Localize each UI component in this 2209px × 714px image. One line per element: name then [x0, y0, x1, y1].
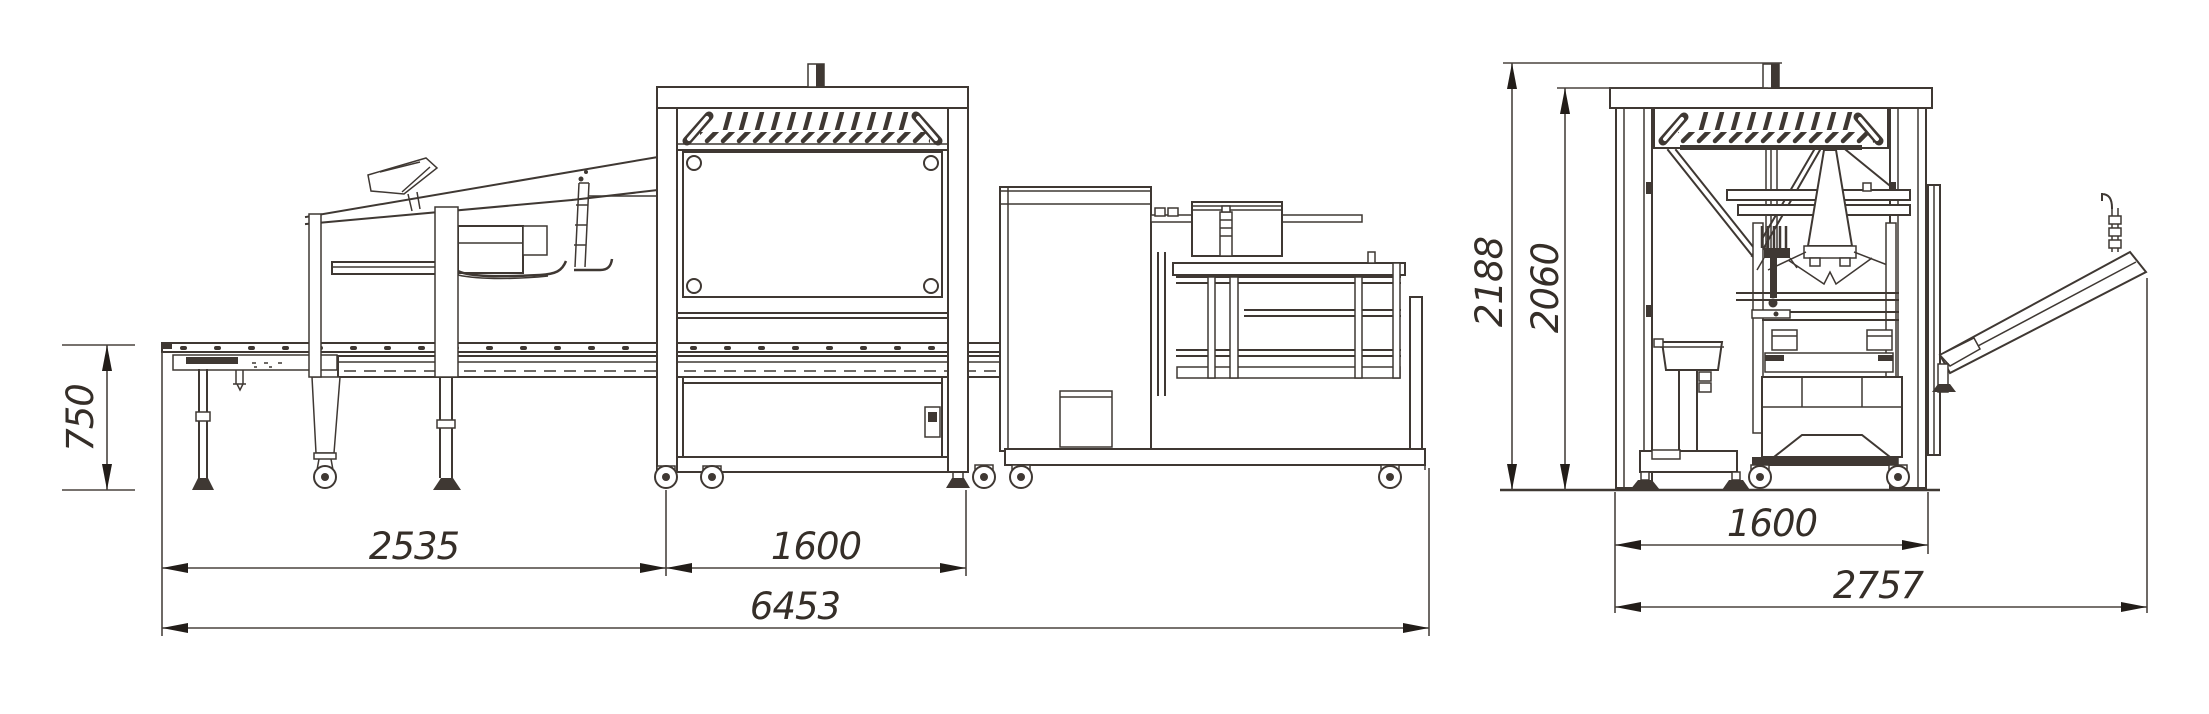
dim-frame-height: 2060	[1524, 87, 1768, 490]
front-frame	[1609, 63, 1933, 489]
front-view: 2188 2060 1600 2757	[1468, 62, 2148, 613]
vent-grille-front	[1653, 107, 1889, 150]
leveling-foot	[192, 478, 214, 490]
front-feet	[1630, 464, 1910, 490]
gripper-head	[1756, 226, 1798, 308]
dim-label-750: 750	[59, 384, 102, 452]
forming-hopper	[1767, 149, 1891, 286]
dimensions-front: 2188 2060 1600 2757	[1468, 62, 2148, 613]
dim-overall-length: 6453	[162, 468, 1430, 636]
control-cabinet	[999, 186, 1152, 452]
vent-grille	[676, 107, 949, 151]
dim-overall-height: 2188	[1468, 62, 1782, 490]
dimensions-side: 750 2535 1600 6453	[59, 344, 1430, 636]
outfeed-frame	[972, 251, 1426, 489]
dim-label-1600-side: 1600	[771, 525, 861, 568]
dim-frame-width-side: 1600	[666, 490, 967, 576]
operator-bin	[1639, 338, 1738, 473]
leveling-foot	[1722, 480, 1750, 490]
support-legs	[192, 369, 461, 490]
lower-cabinet	[1752, 376, 1903, 466]
drive-unit	[1150, 201, 1363, 257]
discharge-ramp	[1927, 184, 2148, 456]
dim-label-1600-front: 1600	[1727, 502, 1817, 545]
ramp-stop	[2100, 192, 2122, 252]
carton-magazine	[304, 155, 660, 378]
front-panel	[682, 151, 943, 298]
dim-conveyor-height: 750	[59, 344, 135, 491]
dim-label-2535: 2535	[369, 525, 459, 568]
leveling-foot	[1630, 480, 1660, 490]
base-platform	[1004, 448, 1426, 466]
side-view: 750 2535 1600 6453	[59, 63, 1430, 636]
forming-mechanism	[1666, 148, 1911, 466]
dim-label-2060: 2060	[1524, 243, 1567, 333]
dim-label-2188: 2188	[1468, 237, 1511, 327]
cabinet-door	[1059, 390, 1113, 448]
dim-overall-depth: 2757	[1615, 278, 2148, 613]
dim-frame-width-front: 1600	[1614, 492, 1929, 613]
dim-infeed-length: 2535	[161, 352, 667, 636]
dim-label-6453: 6453	[750, 585, 840, 628]
sealer-frame	[654, 63, 970, 489]
leveling-foot	[433, 478, 461, 490]
dim-label-2757: 2757	[1833, 564, 1925, 607]
